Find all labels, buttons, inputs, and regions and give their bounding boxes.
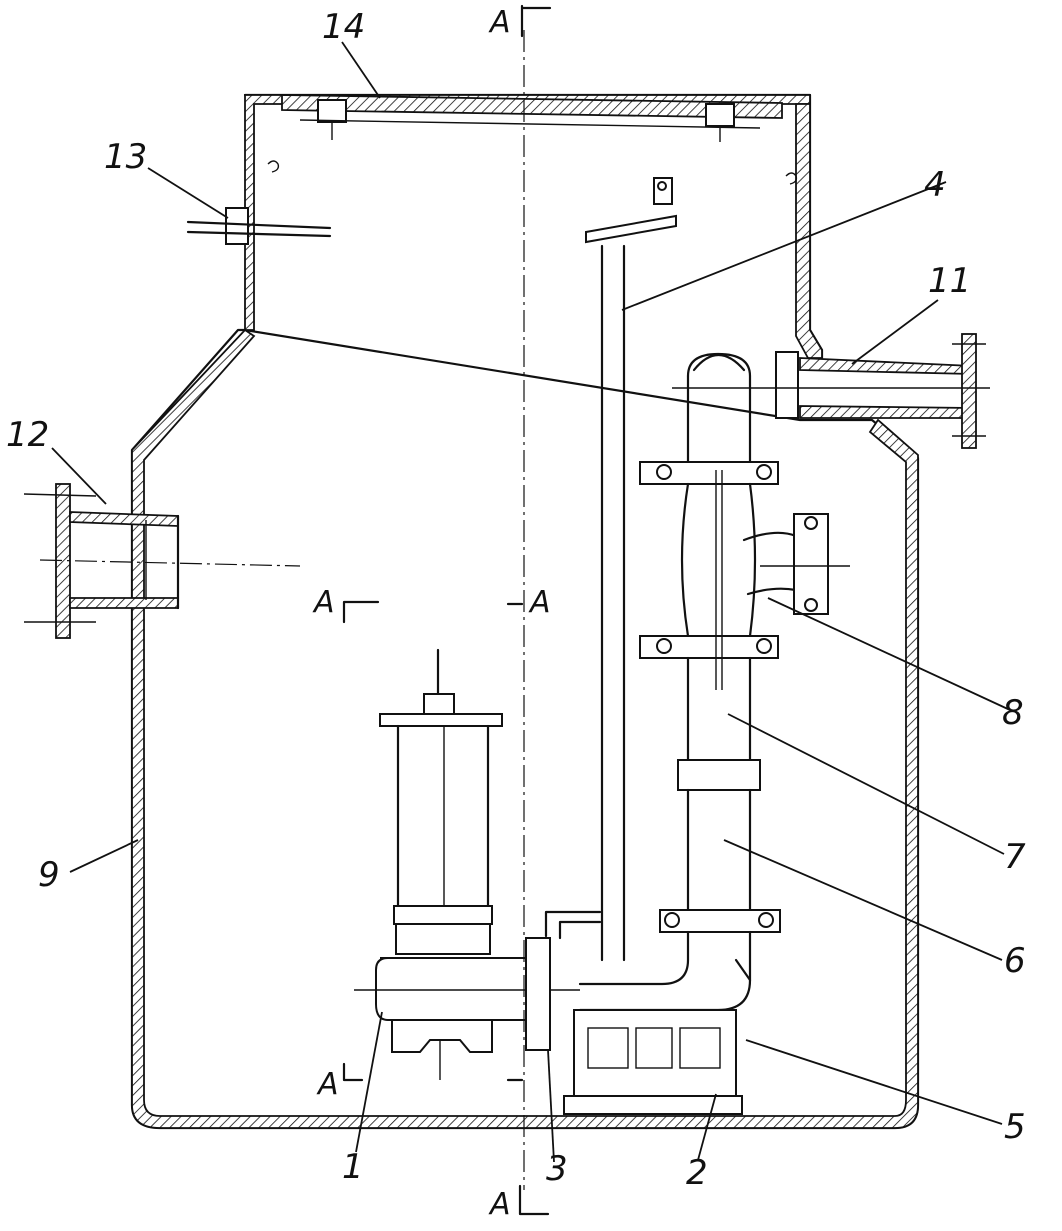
vessel-shell xyxy=(130,93,920,1130)
label-2: 2 xyxy=(686,1153,708,1193)
float-rod xyxy=(585,177,677,962)
label-14: 14 xyxy=(322,7,365,47)
pump-unit xyxy=(354,648,580,1080)
riser-pipe xyxy=(578,352,850,1012)
section-label-bottom: A xyxy=(488,1187,511,1222)
label-8: 8 xyxy=(1002,693,1024,733)
leader-lines xyxy=(51,41,1011,1163)
section-label-low-left: A xyxy=(316,1067,339,1102)
section-marks: A A A A A xyxy=(312,4,552,1222)
section-label-mid-right: A xyxy=(528,585,551,620)
pump-base xyxy=(525,910,752,1115)
label-12: 12 xyxy=(6,415,49,455)
label-11: 11 xyxy=(928,261,971,301)
section-label-mid-left: A xyxy=(312,585,335,620)
outlet-flange xyxy=(672,333,990,449)
label-3: 3 xyxy=(546,1149,568,1189)
part-labels: 14 13 4 11 12 8 7 6 5 9 1 3 2 xyxy=(6,7,1026,1193)
label-1: 1 xyxy=(342,1147,364,1187)
cover-plate xyxy=(281,94,783,142)
inlet-flange xyxy=(23,483,301,639)
label-5: 5 xyxy=(1004,1107,1026,1147)
vent-nozzle xyxy=(186,207,332,245)
label-9: 9 xyxy=(38,855,60,895)
label-7: 7 xyxy=(1004,837,1026,877)
section-label-top: A xyxy=(488,5,511,40)
label-6: 6 xyxy=(1004,941,1026,981)
label-4: 4 xyxy=(924,165,946,205)
label-13: 13 xyxy=(104,137,147,177)
